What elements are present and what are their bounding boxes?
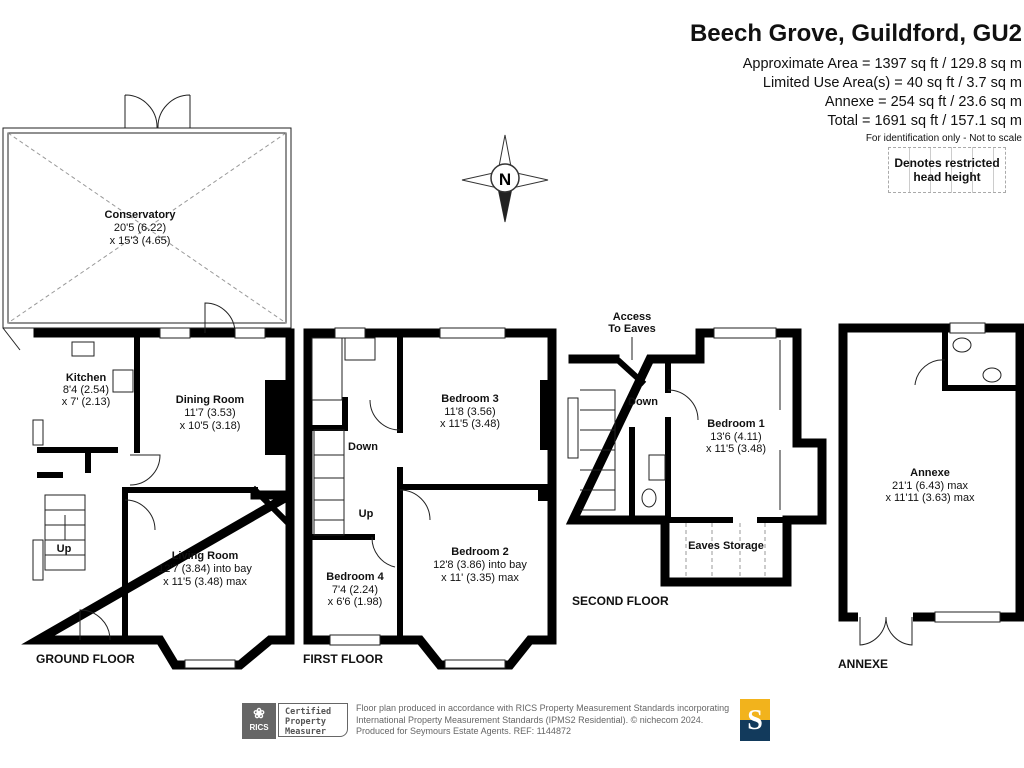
annexe-plan: Annexe 21'1 (6.43) max x 11'11 (3.63) ma… <box>838 322 1024 671</box>
living-dim1: 12'7 (3.84) into bay <box>158 563 252 575</box>
bedroom2-name: Bedroom 2 <box>451 546 508 558</box>
annexe-name: Annexe <box>910 467 950 479</box>
conservatory-dim2: x 15'3 (4.65) <box>110 235 171 247</box>
ground-floor-label: GROUND FLOOR <box>36 652 135 666</box>
first-floor-plan: Bedroom 3 11'8 (3.56) x 11'5 (3.48) Bedr… <box>303 327 557 670</box>
bedroom1-name: Bedroom 1 <box>707 418 764 430</box>
access-eaves-line2: To Eaves <box>608 323 656 335</box>
second-floor-plan: Access To Eaves Down Bedroom 1 13'6 (4.1… <box>565 311 827 608</box>
compass-north-label: N <box>499 170 511 189</box>
access-eaves-line1: Access <box>613 311 652 323</box>
bedroom1-dim1: 13'6 (4.11) <box>710 431 761 443</box>
second-floor-label: SECOND FLOOR <box>572 594 669 608</box>
bedroom4-dim1: 7'4 (2.24) <box>332 584 378 596</box>
restricted-height-legend: Denotes restricted head height <box>888 147 1006 193</box>
bedroom4-name: Bedroom 4 <box>326 571 384 583</box>
annexe-dim1: 21'1 (6.43) max <box>892 480 969 492</box>
stairs-up-label-first: Up <box>359 508 374 520</box>
annexe-dim2: x 11'11 (3.63) max <box>885 492 975 504</box>
legend-line1: Denotes restricted <box>894 156 1000 170</box>
ground-floor-plan: Kitchen 8'4 (2.54) x 7' (2.13) Dining Ro… <box>21 302 295 670</box>
kitchen-name: Kitchen <box>66 372 107 384</box>
kitchen-dim1: 8'4 (2.54) <box>63 384 109 396</box>
bedroom1-dim2: x 11'5 (3.48) <box>706 443 766 455</box>
conservatory-dim1: 20'5 (6.22) <box>114 222 166 234</box>
area-summary: Approximate Area = 1397 sq ft / 129.8 sq… <box>743 55 1022 131</box>
first-floor-label: FIRST FLOOR <box>303 652 383 666</box>
annexe-area: Annexe = 254 sq ft / 23.6 sq m <box>824 94 1022 110</box>
annexe-label: ANNEXE <box>838 657 888 671</box>
kitchen-dim2: x 7' (2.13) <box>62 396 111 408</box>
bedroom3-dim1: 11'8 (3.56) <box>444 406 495 418</box>
stairs-up-label: Up <box>57 543 72 555</box>
dining-dim2: x 10'5 (3.18) <box>180 420 241 432</box>
dining-dim1: 11'7 (3.53) <box>184 407 235 419</box>
bedroom3-name: Bedroom 3 <box>441 393 498 405</box>
rics-logo: ❀RICS <box>242 703 276 739</box>
compass-icon: N <box>461 134 549 223</box>
seymours-logo: S <box>740 699 770 741</box>
footer-disclaimer: Floor plan produced in accordance with R… <box>356 703 736 738</box>
legend-line2: head height <box>913 170 981 184</box>
total-area: Total = 1691 sq ft / 157.1 sq m <box>827 113 1022 129</box>
footer-line2: International Property Measurement Stand… <box>356 714 704 725</box>
scale-note: For identification only - Not to scale <box>865 133 1022 144</box>
approx-area: Approximate Area = 1397 sq ft / 129.8 sq… <box>742 56 1022 72</box>
bedroom2-dim1: 12'8 (3.86) into bay <box>433 559 527 571</box>
living-name: Living Room <box>172 550 239 562</box>
property-title: Beech Grove, Guildford, GU2 <box>689 20 1022 47</box>
stairs-down-label-second: Down <box>628 396 658 408</box>
limited-use-area: Limited Use Area(s) = 40 sq ft / 3.7 sq … <box>762 75 1022 91</box>
dining-name: Dining Room <box>176 394 245 406</box>
footer-line1: Floor plan produced in accordance with R… <box>356 703 730 713</box>
living-dim2: x 11'5 (3.48) max <box>163 576 247 588</box>
conservatory-name: Conservatory <box>105 209 177 221</box>
conservatory: Conservatory 20'5 (6.22) x 15'3 (4.65) <box>2 94 292 351</box>
stairs-down-label: Down <box>348 441 378 453</box>
bedroom3-dim2: x 11'5 (3.48) <box>440 418 500 430</box>
eaves-storage-name: Eaves Storage <box>688 540 764 552</box>
bedroom2-dim2: x 11' (3.35) max <box>441 572 519 584</box>
bedroom4-dim2: x 6'6 (1.98) <box>328 596 383 608</box>
footer-line3: Produced for Seymours Estate Agents. REF… <box>356 726 571 736</box>
